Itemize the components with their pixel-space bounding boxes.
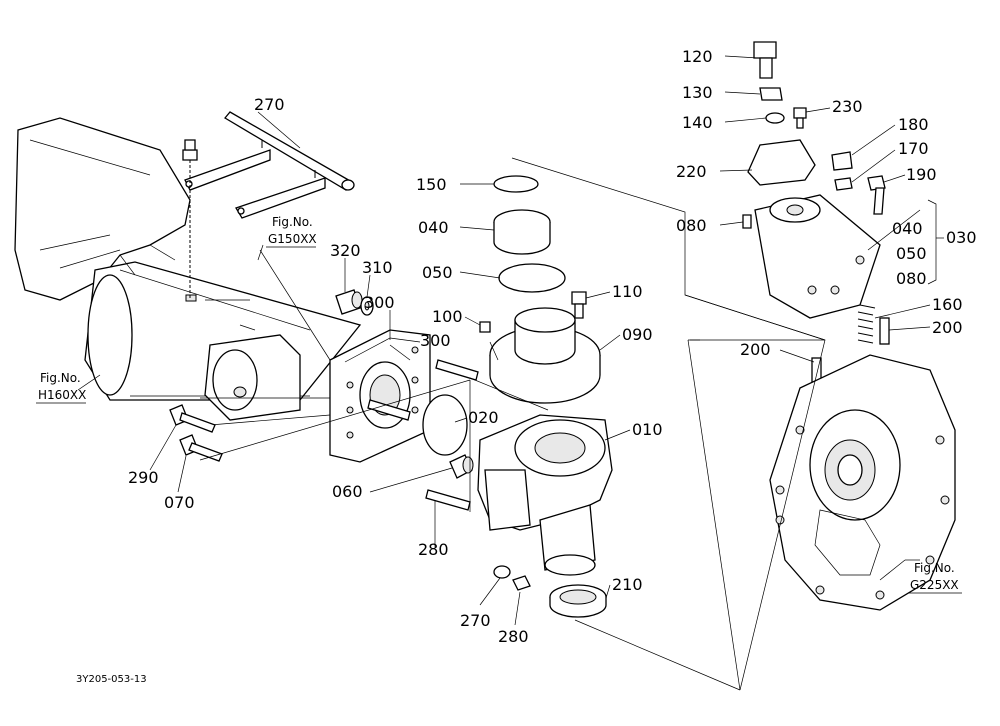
part-label-120[interactable]: 120 <box>682 47 713 66</box>
part-label-010[interactable]: 010 <box>632 420 663 439</box>
bolt-230-drawing <box>793 107 807 129</box>
figure-ref-g150-line2: G150XX <box>268 232 317 246</box>
knuckle-010-drawing <box>477 414 613 576</box>
bolt-top-drawing <box>182 139 198 300</box>
part-label-280[interactable]: 280 <box>498 627 529 646</box>
plate-220-drawing <box>747 139 816 186</box>
part-label-200a[interactable]: 200 <box>932 318 963 337</box>
pin-200a-drawing <box>879 317 890 345</box>
part-label-040b[interactable]: 040 <box>892 219 923 238</box>
assembly-outline-lines <box>199 157 826 691</box>
nut-130-drawing <box>759 87 783 101</box>
housing-030-drawing <box>754 194 881 319</box>
bolt-110-drawing <box>571 291 587 319</box>
part-label-100[interactable]: 100 <box>432 307 463 326</box>
part-label-260[interactable]: 280 <box>418 540 449 559</box>
figure-ref-h160-line1: Fig.No. <box>40 371 81 385</box>
part-labels: 120 130 140 230 180 170 190 220 080 040 … <box>254 47 977 594</box>
part-label-080b[interactable]: 080 <box>896 269 927 288</box>
part-label-110[interactable]: 110 <box>612 282 643 301</box>
figure-ref-g225-line1: Fig.No. <box>914 561 955 575</box>
part-label-320[interactable]: 320 <box>330 241 361 260</box>
spring-160-drawing <box>857 304 876 344</box>
part-label-180[interactable]: 180 <box>898 115 929 134</box>
part-label-030[interactable]: 030 <box>946 228 977 247</box>
part-label-020[interactable]: 020 <box>468 408 499 427</box>
part-label-170[interactable]: 170 <box>898 139 929 158</box>
part-label-070[interactable]: 070 <box>164 493 195 512</box>
figure-ref-g150-line1: Fig.No. <box>272 215 313 229</box>
part-label-050b[interactable]: 050 <box>896 244 927 263</box>
part-label-050a[interactable]: 050 <box>422 263 453 282</box>
part-label-290[interactable]: 290 <box>128 468 159 487</box>
part-label-160[interactable]: 160 <box>932 295 963 314</box>
final-case-drawing <box>769 354 956 611</box>
part-label-060[interactable]: 060 <box>332 482 363 501</box>
part-label-300a[interactable]: 300 <box>364 293 395 312</box>
bolt-070-drawing <box>179 434 223 462</box>
figure-ref-h160[interactable]: Fig.No. H160XX <box>36 371 86 404</box>
bracket-240-drawing <box>184 111 355 219</box>
collar-180-drawing <box>831 151 853 171</box>
part-label-130[interactable]: 130 <box>682 83 713 102</box>
stud-260-drawing <box>425 489 471 511</box>
bolt-290-drawing <box>169 404 216 433</box>
part-label-150[interactable]: 150 <box>416 175 447 194</box>
cap-150-drawing <box>493 175 539 193</box>
part-label-310[interactable]: 310 <box>362 258 393 277</box>
part-label-040a[interactable]: 040 <box>418 218 449 237</box>
figure-ref-g225-line2: G225XX <box>910 578 959 592</box>
washer-270-drawing <box>493 565 511 579</box>
o-ring-020-drawing <box>422 394 468 456</box>
part-label-080a[interactable]: 080 <box>676 216 707 235</box>
collar-320-drawing <box>335 289 363 315</box>
part-label-240[interactable]: 270 <box>254 95 285 114</box>
leader-lines <box>77 55 944 626</box>
figure-ref-g225[interactable]: Fig.No. G225XX <box>908 561 962 594</box>
grease-fitting-080-drawing <box>742 214 752 229</box>
part-label-210[interactable]: 210 <box>612 575 643 594</box>
drawing-code: 3Y205-053-13 <box>76 674 147 685</box>
nut-280-drawing <box>512 575 531 591</box>
axle-housing-drawing <box>14 117 362 426</box>
bolt-190-drawing <box>867 175 886 215</box>
bearing-040-drawing <box>493 209 551 255</box>
washer-170-drawing <box>834 177 853 191</box>
part-label-090[interactable]: 090 <box>622 325 653 344</box>
part-label-300b[interactable]: 300 <box>420 331 451 350</box>
part-label-220[interactable]: 220 <box>676 162 707 181</box>
part-label-190[interactable]: 190 <box>906 165 937 184</box>
o-ring-050-drawing <box>498 263 566 293</box>
figure-ref-h160-line2: H160XX <box>38 388 86 402</box>
seal-210-drawing <box>549 584 607 618</box>
washer-140-drawing <box>765 112 785 124</box>
bushing-060-drawing <box>449 454 474 479</box>
part-label-270[interactable]: 270 <box>460 611 491 630</box>
nipple-100-drawing <box>479 321 491 333</box>
kingpin-housing-090-drawing <box>489 307 601 404</box>
studs-300-drawing <box>367 359 479 421</box>
part-label-140[interactable]: 140 <box>682 113 713 132</box>
figure-ref-g150[interactable]: Fig.No. G150XX <box>266 215 317 248</box>
bolt-120-drawing <box>753 41 777 79</box>
part-label-200b[interactable]: 200 <box>740 340 771 359</box>
part-label-230[interactable]: 230 <box>832 97 863 116</box>
